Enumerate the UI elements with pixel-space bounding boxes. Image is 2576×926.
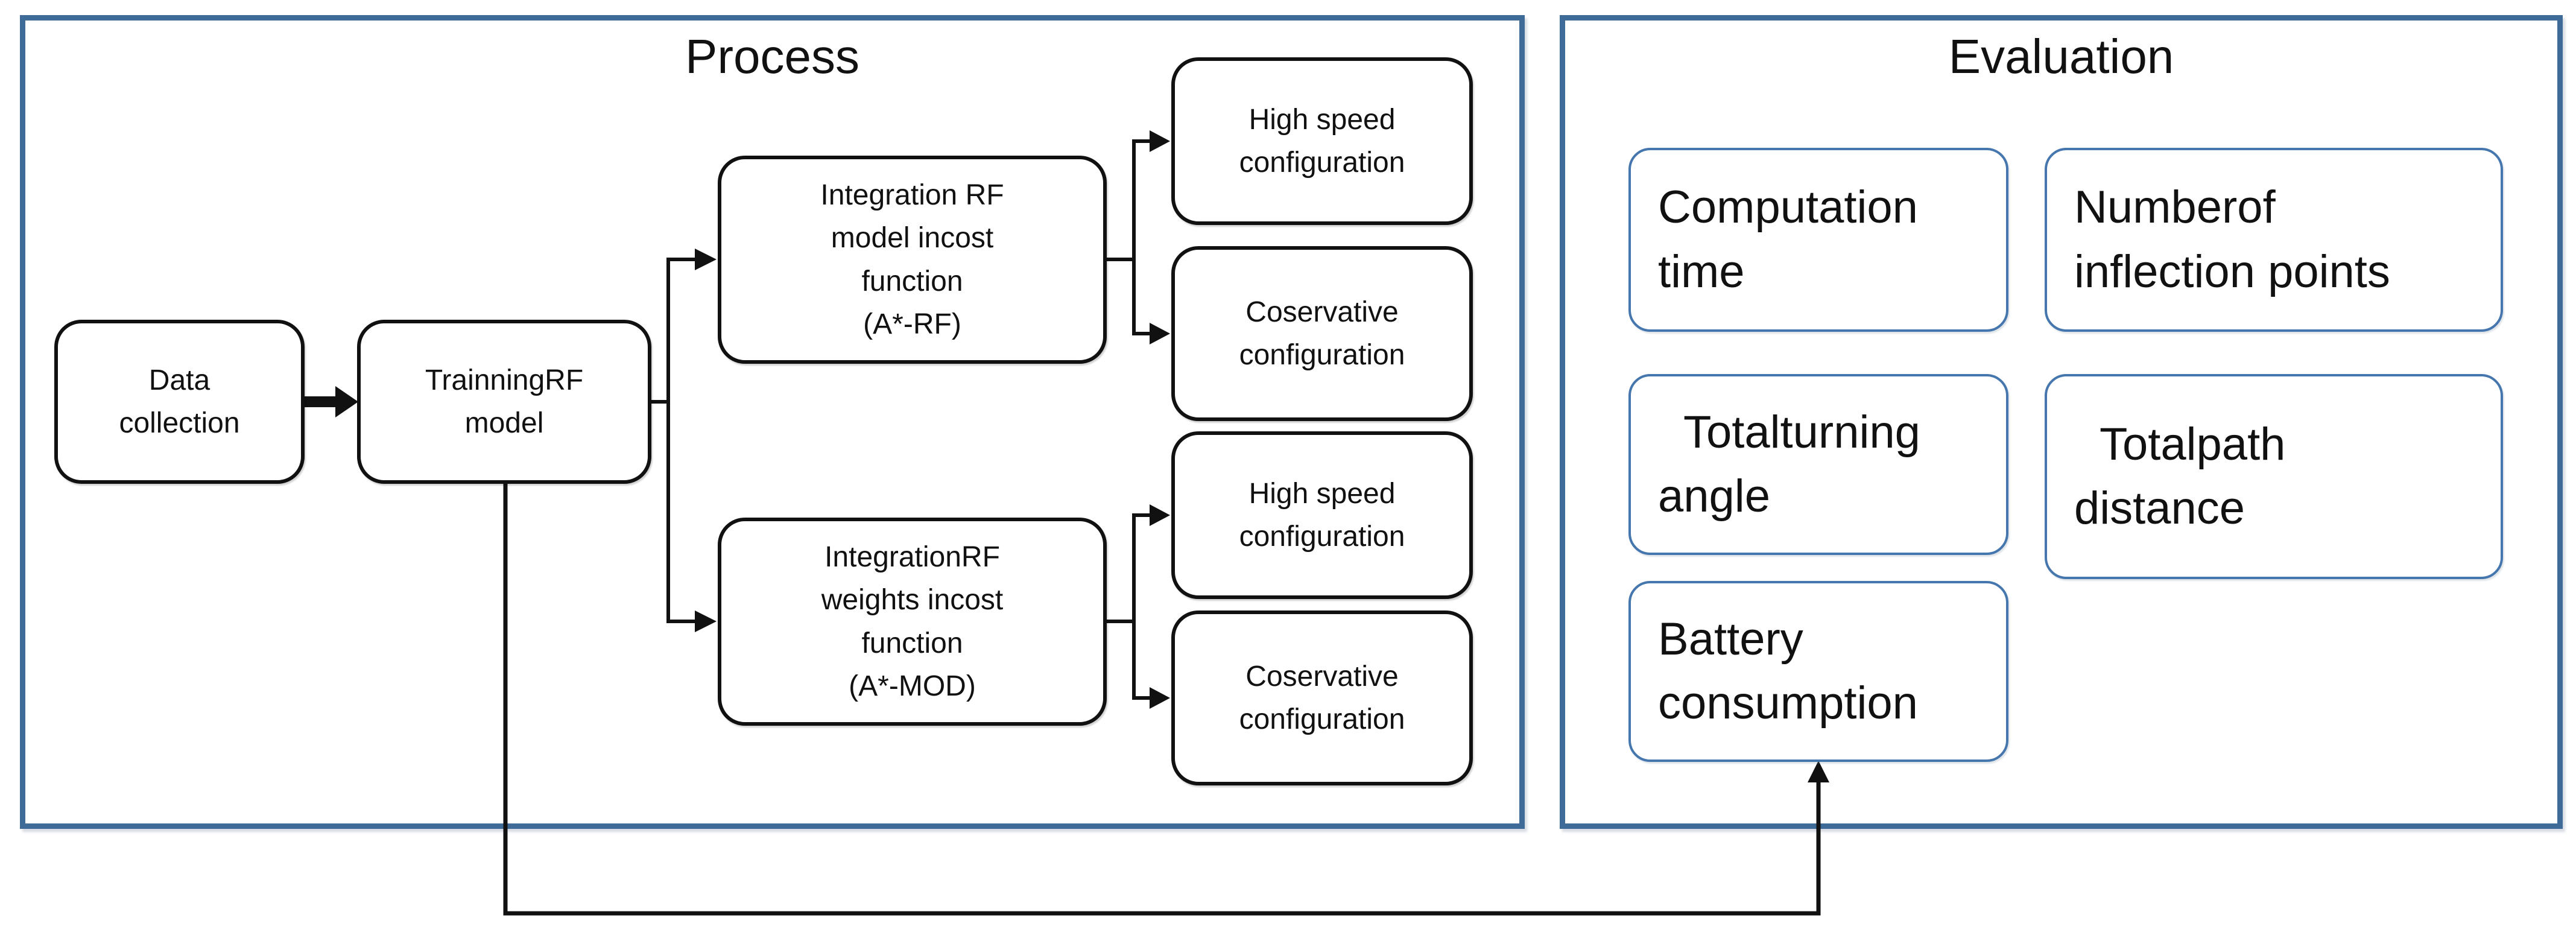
metric-battery-consumption: Battery consumption: [1628, 581, 2008, 762]
node-data-collection-line1: Data: [148, 364, 210, 396]
node-high-speed-config-1-line2: configuration: [1239, 147, 1405, 179]
node-data-collection: Data collection: [54, 320, 305, 484]
node-conservative-config-2-line2: configuration: [1239, 703, 1405, 735]
node-trainning-rf-model: TrainningRF model: [357, 320, 651, 484]
metric-number-inflection-points: Numberof inflection points: [2045, 148, 2503, 332]
metric-battery-consumption-line1: Battery: [1658, 613, 1803, 665]
metric-number-inflection-points-line2: inflection points: [2074, 246, 2390, 297]
metric-battery-consumption-line2: consumption: [1658, 677, 1918, 729]
node-high-speed-config-2: High speed configuration: [1171, 431, 1473, 599]
node-high-speed-config-2-line2: configuration: [1239, 521, 1405, 553]
arrow-trainning-to-battery: [503, 481, 1829, 916]
metric-computation-time-line1: Computation: [1658, 182, 1918, 233]
process-panel-title: Process: [685, 30, 859, 83]
node-high-speed-config-1: High speed configuration: [1171, 57, 1473, 225]
node-trainning-rf-line1: TrainningRF: [425, 364, 584, 396]
node-data-collection-line2: collection: [119, 407, 240, 439]
metric-computation-time: Computation time: [1628, 148, 2008, 332]
node-integration-rf-weights-line2: weights incost: [821, 584, 1004, 617]
node-integration-rf-model-line2: model incost: [831, 222, 994, 255]
node-integration-rf-model: Integration RF model incost function (A*…: [718, 156, 1107, 364]
metric-total-turning-angle-line2: angle: [1658, 471, 1770, 522]
metric-total-path-distance-line1: Totalpath: [2100, 418, 2286, 470]
node-conservative-config-2: Coservative configuration: [1171, 610, 1473, 785]
node-integration-rf-model-line3: function: [861, 265, 963, 297]
node-integration-rf-weights-line1: IntegrationRF: [824, 541, 1000, 574]
evaluation-panel: [1560, 15, 2563, 829]
metric-total-path-distance-line2: distance: [2074, 483, 2245, 534]
metric-total-turning-angle: Totalturning angle: [1628, 374, 2008, 555]
metric-computation-time-line2: time: [1658, 246, 1745, 297]
branch-astar-rf-to-configs: [1105, 130, 1170, 344]
node-conservative-config-1-line1: Coservative: [1245, 296, 1399, 328]
metric-number-inflection-points-line1: Numberof: [2074, 182, 2276, 233]
node-integration-rf-model-line1: Integration RF: [820, 179, 1004, 212]
node-trainning-rf-line2: model: [464, 407, 544, 439]
metric-total-path-distance: Totalpath distance: [2045, 374, 2503, 579]
metric-total-turning-angle-line1: Totalturning: [1683, 406, 1920, 458]
branch-trainning-to-integrations: [650, 249, 717, 632]
node-conservative-config-1: Coservative configuration: [1171, 246, 1473, 421]
node-integration-rf-model-line4: (A*-RF): [863, 308, 961, 340]
node-high-speed-config-1-line1: High speed: [1248, 103, 1396, 136]
node-integration-rf-weights-line3: function: [861, 627, 963, 659]
node-integration-rf-weights-line4: (A*-MOD): [849, 670, 976, 702]
evaluation-panel-title: Evaluation: [1948, 30, 2174, 83]
node-high-speed-config-2-line1: High speed: [1248, 477, 1396, 510]
arrow-data-to-trainning: [305, 386, 358, 417]
node-conservative-config-1-line2: configuration: [1239, 339, 1405, 371]
branch-astar-mod-to-configs: [1105, 504, 1170, 709]
process-panel: [20, 15, 1525, 829]
node-conservative-config-2-line1: Coservative: [1245, 660, 1399, 693]
node-integration-rf-weights: IntegrationRF weights incost function (A…: [718, 518, 1107, 726]
